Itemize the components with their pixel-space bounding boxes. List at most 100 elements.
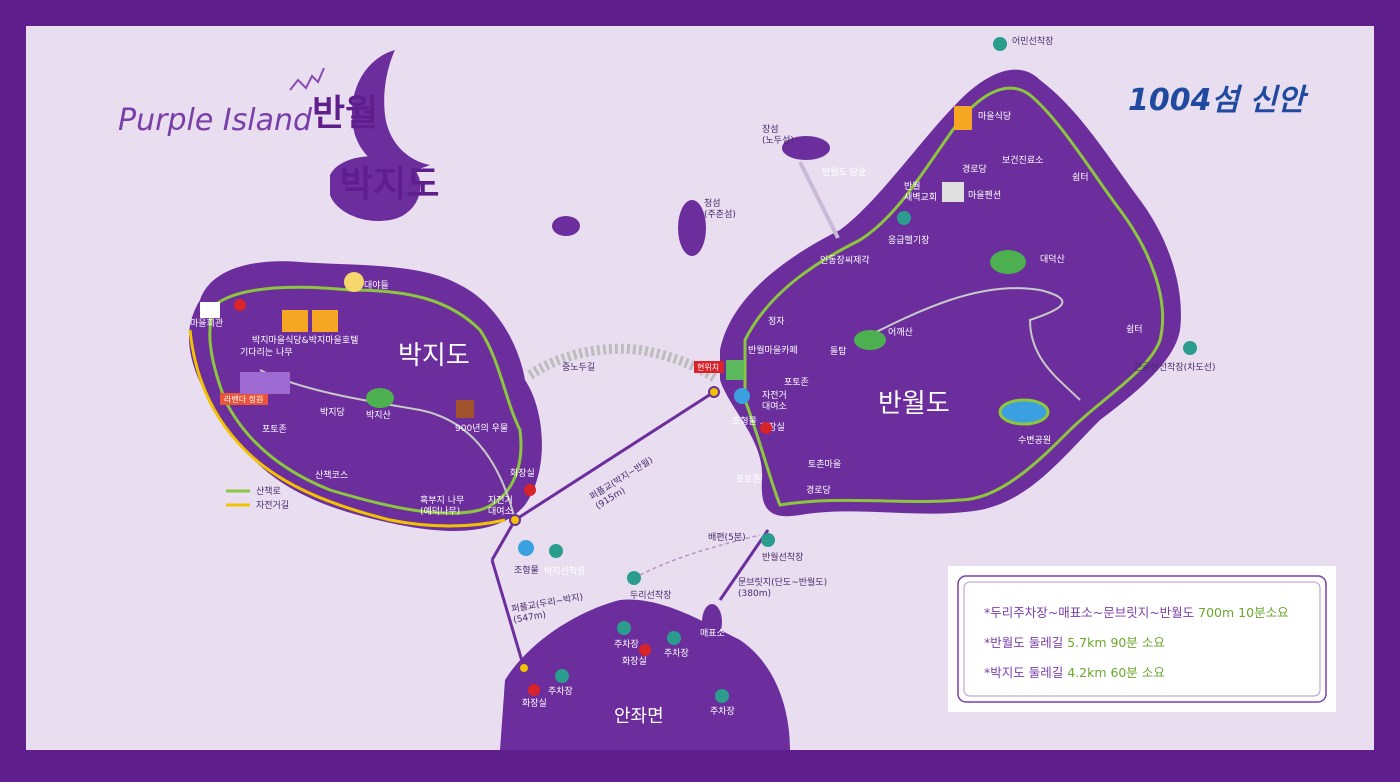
moon-bridge-label: 문브릿지(단도~반월도)(380m): [738, 576, 827, 599]
info-line-2-text: *반월도 둘레길: [984, 635, 1068, 650]
bridge-node-anjwa: [518, 662, 530, 674]
jongnodugil-label: 중노두길: [562, 362, 595, 373]
eomin-pier-label: 어민선착장: [1012, 36, 1053, 47]
restroom-bakji-top-icon: [234, 299, 246, 311]
info-line-1-text: *두리주차장~매표소~문브릿지~반월도: [984, 605, 1199, 620]
shimteo-e-label: 쉼터: [1126, 324, 1143, 335]
emergency-heli-label: 응급헬기장: [888, 235, 929, 246]
cheongseom-islet: [678, 200, 706, 256]
mulberry-tree-label: 혹부지 나무(예덕나무): [420, 494, 464, 517]
banwol-island: [720, 69, 1181, 517]
legend-walk-label: 산책로: [256, 485, 281, 497]
pension-building-icon: [942, 182, 964, 202]
moon-bridge: [718, 529, 770, 601]
gyeongrodang-s-label: 경로당: [806, 484, 831, 496]
anjwa-land: [500, 599, 790, 750]
shimteo-ne-label: 쉼터: [1072, 172, 1089, 183]
johyeongmul-bakji-label: 조형물: [514, 565, 539, 576]
photozone-bakji-label: 포토존: [262, 424, 287, 435]
jangseom-islet: [782, 136, 830, 160]
restroom-bakji-icon: [524, 484, 536, 496]
info-box-border: [957, 575, 1327, 703]
parking2-icon: [667, 631, 681, 645]
well-icon: [456, 400, 474, 418]
eogaesan-label: 어깨산: [888, 326, 913, 338]
info-line-1-highlight: 700m 10분소요: [1198, 605, 1289, 620]
banwol-dangsup-label: 반월도 당숲: [822, 166, 866, 178]
current-location-label: 현위치: [697, 363, 719, 372]
bakjisan-icon: [366, 388, 394, 408]
bakji-island: [188, 261, 542, 531]
info-line-2-highlight: 5.7km 90분 소요: [1067, 635, 1165, 650]
banwol-cafe-label: 반월마을카페: [748, 344, 798, 356]
maeul-pension-label: 마을펜션: [968, 190, 1001, 201]
sinan-logo: 1004섬 신안: [1128, 83, 1309, 118]
bakjisan-label: 박지산: [366, 410, 391, 421]
restroom-anjwa1-icon: [639, 644, 651, 656]
info-line-2: *반월도 둘레길 5.7km 90분 소요: [984, 632, 1165, 651]
restroom-banwol-label: 화장실: [760, 422, 785, 433]
duri-pier-label: 두리선착장: [630, 590, 671, 601]
title-line1: 반월: [312, 93, 378, 134]
bridge-node-banwol: [708, 386, 720, 398]
lavender-garden-label: 라벤더 정원: [224, 394, 263, 404]
info-line-3-text: *박지도 둘레길: [984, 665, 1068, 680]
gyeongrodang-n-label: 경로당: [962, 163, 987, 175]
info-line-3: *박지도 둘레길 4.2km 60분 소요: [984, 662, 1165, 681]
keungolsan-pier-icon: [1183, 341, 1197, 355]
banwol-pier-label: 반월선착장: [762, 551, 803, 563]
lavender-field-icon: [240, 372, 290, 394]
daedeoksan-label: 대덕산: [1040, 254, 1065, 265]
banwol-inner-trail: [859, 287, 1081, 401]
title-line2: 박지도: [340, 164, 439, 205]
indongjang-label: 인동장씨제각: [820, 254, 870, 266]
restroom-anjwa2-icon: [528, 684, 540, 696]
parking3-label: 주차장: [548, 685, 573, 697]
bridge-node-bakji: [509, 514, 521, 526]
daeiteul-label: 대야들: [364, 280, 389, 291]
parking3-icon: [555, 669, 569, 683]
restroom-banwol-icon: [760, 422, 772, 434]
parking1-icon: [617, 621, 631, 635]
bakji-maeul-label: 박지마을식당&박지마을호텔: [252, 334, 358, 346]
boat-route: [639, 534, 761, 576]
photozone-south-label: 포토존: [736, 474, 761, 485]
bakjidang-label: 박지당: [320, 407, 345, 418]
bakji-inner-trail: [259, 369, 516, 521]
info-line-1: *두리주차장~매표소~문브릿지~반월도 700m 10분소요: [984, 602, 1289, 621]
daedeoksan-icon: [990, 250, 1026, 274]
photozone-banwol-label: 포토존: [784, 377, 809, 388]
bakji-restaurant-icon: [312, 310, 338, 332]
keungolsan-pier-label: 큰골산선착장(차도선): [1134, 361, 1216, 373]
parking4-icon: [715, 689, 729, 703]
eomin-pier-icon: [993, 37, 1007, 51]
maepyoso-label: 매표소: [700, 628, 725, 639]
sculpture-bakji-icon: [518, 540, 534, 556]
cafe-building-icon: [726, 360, 744, 380]
bakji-pier-icon: [549, 544, 563, 558]
jeongja-label: 정자: [768, 316, 785, 327]
waterside-park-icon: [998, 398, 1050, 426]
maeulhoegwan-label: 마을회관: [190, 318, 223, 329]
bakji-pier-label: 박지선착장: [544, 566, 585, 577]
banwol-pier-icon: [761, 533, 775, 547]
eogaesan-icon: [854, 330, 886, 350]
sanchaek-course-label: 산책코스: [315, 469, 348, 481]
island-label-bakji: 박지도: [398, 341, 470, 371]
lavender-garden-banner: [220, 393, 268, 405]
restroom-anjwa2-label: 화장실: [522, 698, 547, 709]
bakji-walk-path: [208, 285, 523, 515]
jangseom-label: 장섬(노두섬): [762, 124, 794, 146]
daeiteul-icon: [344, 272, 364, 292]
parking1-label: 주차장: [614, 638, 639, 650]
tojong-maeul-label: 토촌마을: [808, 459, 841, 470]
purple-bridge-joint: [490, 519, 517, 561]
purple-bridge-bakji-banwol: [514, 390, 715, 522]
title-blob: [330, 156, 421, 221]
waiting-tree-label: 기다리는 나무: [240, 347, 293, 358]
small-islet: [552, 216, 580, 236]
